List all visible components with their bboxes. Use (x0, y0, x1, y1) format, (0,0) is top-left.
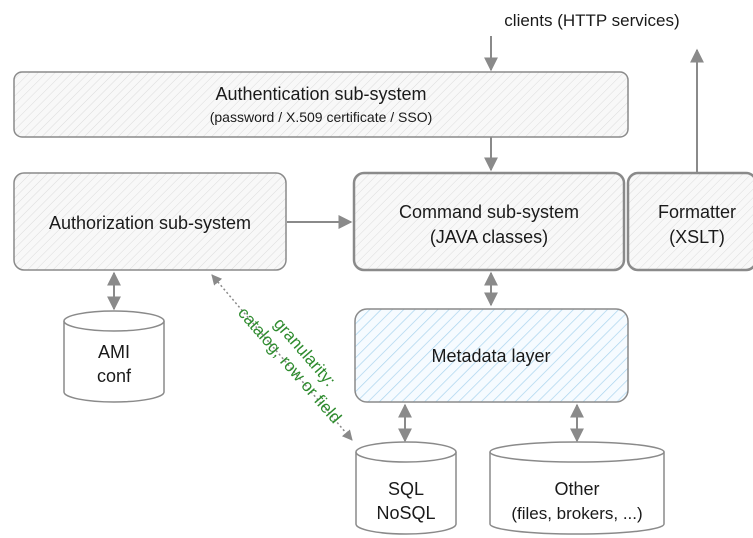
sql-db-line1: SQL (388, 479, 424, 499)
metadata-layer: Metadata layer (354, 308, 629, 403)
ami-db-line2: conf (97, 366, 132, 386)
other-db-line2: (files, brokers, ...) (511, 504, 642, 523)
sql-db-line2: NoSQL (376, 503, 435, 523)
command-title: Command sub-system (399, 202, 579, 222)
other-db-line1: Other (554, 479, 599, 499)
metadata-title: Metadata layer (431, 346, 550, 366)
formatter-subtitle: (XSLT) (669, 227, 725, 247)
ami-db-line1: AMI (98, 342, 130, 362)
command-subsystem: Command sub-system (JAVA classes) (352, 171, 626, 272)
authorization-title: Authorization sub-system (49, 213, 251, 233)
sql-nosql-database: SQL NoSQL (355, 441, 457, 535)
authentication-subsystem: Authentication sub-system (password / X.… (13, 71, 629, 138)
granularity-dotted-arrow (211, 274, 353, 441)
formatter-box: Formatter (XSLT) (626, 171, 753, 272)
authorization-subsystem: Authorization sub-system (13, 172, 287, 271)
authentication-subtitle: (password / X.509 certificate / SSO) (210, 109, 433, 125)
command-subtitle: (JAVA classes) (430, 227, 548, 247)
authentication-title: Authentication sub-system (215, 84, 426, 104)
granularity-annotation: granularity: catalog, row or field (234, 303, 345, 427)
clients-label: clients (HTTP services) (504, 11, 679, 30)
ami-conf-database: AMI conf (63, 310, 165, 403)
formatter-title: Formatter (658, 202, 736, 222)
other-database: Other (files, brokers, ...) (489, 441, 665, 535)
